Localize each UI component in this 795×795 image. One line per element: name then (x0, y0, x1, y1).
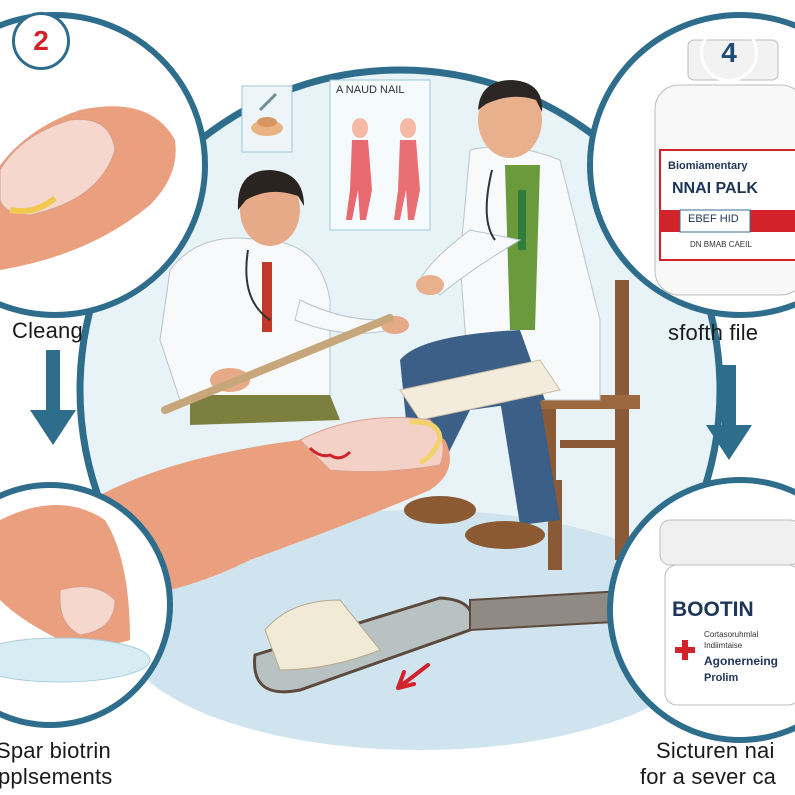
held-nail-file (161, 314, 394, 414)
jar-line-4: Prolim (704, 672, 739, 684)
anatomy-figure-left (346, 118, 372, 220)
jar-line-3: Agonerneing (704, 654, 778, 668)
step-2-badge: 2 (12, 12, 70, 70)
male-doctor (400, 80, 601, 549)
down-arrow-right (706, 365, 752, 460)
bottle-line-2: NNAI PALK (672, 180, 758, 197)
step-bottom-right-label-2: for a sever ca (640, 764, 777, 789)
jar-line-2: Indiimtaise (704, 641, 743, 650)
step-4-label: sfofth file (668, 320, 759, 345)
biotin-jar (659, 519, 795, 706)
step-bottom-left-label-1: Spar biotrin (0, 738, 111, 763)
step-bottom-right-label-1: Sicturen nai (656, 738, 775, 763)
bottle-small: DN BMAB CAEIL (690, 240, 752, 249)
jar-line-1: Cortasoruhmlal (704, 630, 759, 639)
supplement-bottle (654, 39, 795, 296)
step-2-label: Cleang (12, 318, 83, 343)
poster-title: A NAUD NAIL (336, 84, 405, 96)
jar-brand: BOOTIN (672, 598, 754, 621)
bottle-line-1: Biomiamentary (668, 160, 748, 172)
step-bottom-left-label-2: pplsements (0, 764, 113, 789)
foot-pad (399, 359, 561, 421)
anatomy-figure-right (394, 118, 420, 220)
step-4-badge: 4 (700, 24, 758, 82)
down-arrow-left (30, 350, 76, 445)
red-arrow (396, 663, 430, 690)
bottle-band: EBEF HID (688, 213, 739, 225)
